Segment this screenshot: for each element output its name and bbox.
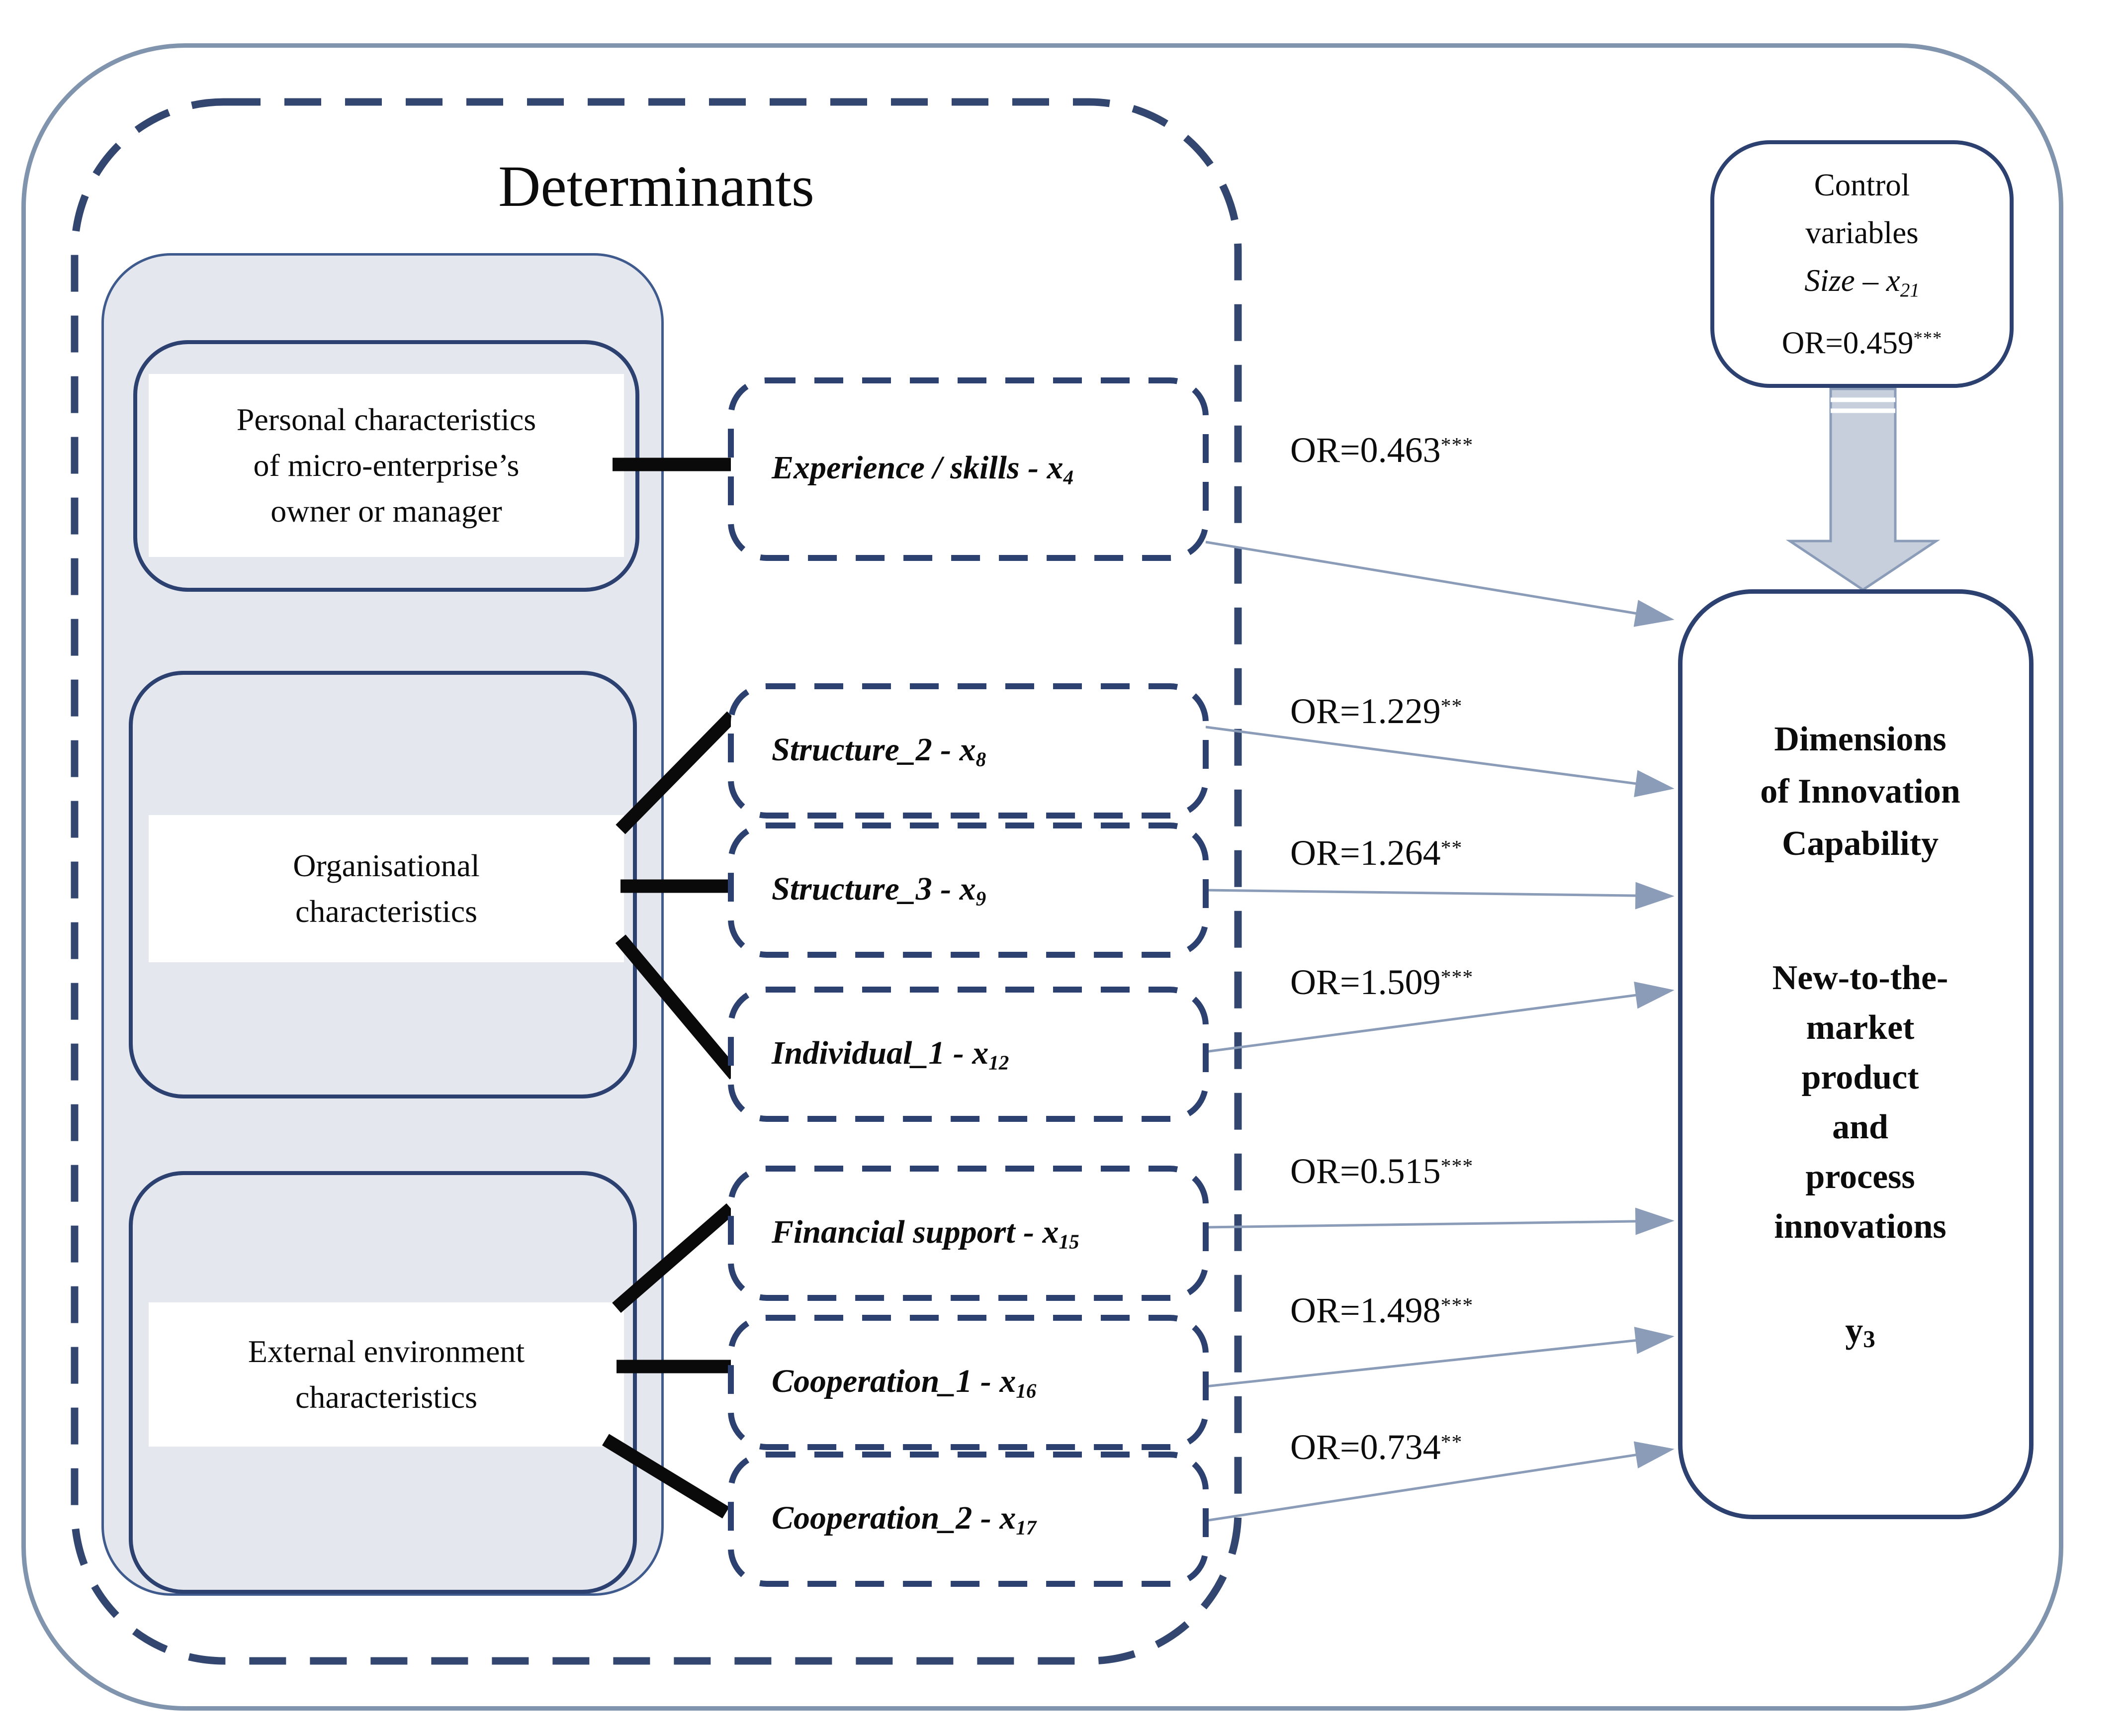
factor-box-individual1 (728, 987, 1209, 1122)
arrow-experience-outcome (1205, 541, 1675, 627)
external-line-1: External environment (248, 1334, 525, 1369)
or-label-experience: OR=0.463*** (1290, 430, 1474, 470)
factor-label-individual1: Individual_1 - x12 (772, 1034, 1009, 1074)
connector-ext-financial (612, 1203, 735, 1313)
personal-characteristics-label: Personal characteristics of micro-enterp… (149, 374, 624, 557)
outcome-heading-line-1: Dimensions (1774, 720, 1947, 758)
factor-label-financial: Financial support - x15 (772, 1213, 1079, 1253)
connector-org-structure2 (616, 711, 737, 834)
factor-box-experience (728, 377, 1209, 561)
factor-label-structure2: Structure_2 - x8 (772, 731, 986, 771)
control-line-2: variables (1805, 215, 1919, 251)
personal-line-2: of micro-enterprise’s (253, 448, 520, 483)
arrow-structure3-outcome (1205, 882, 1675, 910)
factor-label-cooperation2: Cooperation_2 - x17 (772, 1499, 1037, 1539)
arrow-individual1-outcome (1205, 981, 1675, 1053)
or-label-individual1: OR=1.509*** (1290, 962, 1474, 1002)
factor-label-structure3: Structure_3 - x9 (772, 870, 986, 910)
control-line-1: Control (1814, 168, 1910, 203)
control-block-arrow-icon (1785, 387, 1941, 592)
black-connectors (602, 457, 747, 1519)
personal-line-3: owner or manager (270, 493, 502, 529)
control-size-line: Size – x21 (1804, 263, 1920, 301)
control-variables-box: Control variables Size – x21 OR=0.459*** (1710, 140, 2014, 388)
factor-boxes (728, 377, 1209, 1587)
control-or-line: OR=0.459*** (1781, 325, 1943, 361)
outcome-heading-line-3: Capability (1781, 824, 1939, 863)
outcome-body-line-5: process (1805, 1158, 1915, 1196)
outcome-heading-line-2: of Innovation (1760, 772, 1960, 811)
factor-box-cooperation2 (728, 1452, 1209, 1587)
outcome-body-line-4: and (1832, 1108, 1888, 1146)
organisational-characteristics-label: Organisational characteristics (149, 815, 624, 962)
outcome-heading: Dimensions of Innovation Capability (1682, 713, 2038, 870)
factor-box-cooperation1 (728, 1315, 1209, 1450)
or-label-cooperation2: OR=0.734** (1290, 1427, 1463, 1467)
outcome-body: New-to-the- market product and process i… (1682, 953, 2038, 1252)
organisational-line-1: Organisational (293, 848, 480, 883)
outcome-box: Dimensions of Innovation Capability New-… (1678, 589, 2034, 1519)
connector-org-individual1 (615, 934, 740, 1080)
arrow-cooperation1-outcome (1205, 1327, 1675, 1388)
outer-frame-border (21, 43, 2063, 1711)
arrow-cooperation2-outcome (1205, 1441, 1675, 1522)
personal-line-1: Personal characteristics (236, 402, 536, 437)
external-line-2: characteristics (295, 1379, 477, 1415)
outcome-body-line-1: New-to-the- (1772, 959, 1948, 997)
effect-arrows (1205, 541, 1675, 1522)
or-label-structure2: OR=1.229** (1290, 691, 1463, 731)
arrow-structure2-outcome (1205, 726, 1675, 798)
factor-label-cooperation1: Cooperation_1 - x16 (772, 1363, 1037, 1402)
outcome-body-line-6: innovations (1774, 1207, 1947, 1246)
arrow-financial-outcome (1205, 1207, 1675, 1235)
outcome-body-line-3: product (1801, 1058, 1919, 1096)
determinants-title: Determinants (498, 154, 814, 219)
or-label-financial: OR=0.515*** (1290, 1151, 1474, 1191)
outcome-body-line-2: market (1806, 1008, 1915, 1047)
external-environment-label: External environment characteristics (149, 1302, 624, 1447)
factor-box-structure3 (728, 822, 1209, 958)
outcome-y-label: y3 (1845, 1310, 1875, 1353)
determinants-dashed-border (71, 98, 1242, 1665)
factor-label-experience: Experience / skills - x4 (772, 450, 1074, 489)
or-label-cooperation1: OR=1.498*** (1290, 1290, 1474, 1330)
or-label-structure3: OR=1.264** (1290, 832, 1463, 873)
connector-ext-cooperation2 (602, 1434, 730, 1519)
factor-box-structure2 (728, 683, 1209, 819)
organisational-line-2: characteristics (295, 894, 477, 929)
factor-box-financial (728, 1166, 1209, 1301)
external-environment-box (129, 1171, 637, 1594)
